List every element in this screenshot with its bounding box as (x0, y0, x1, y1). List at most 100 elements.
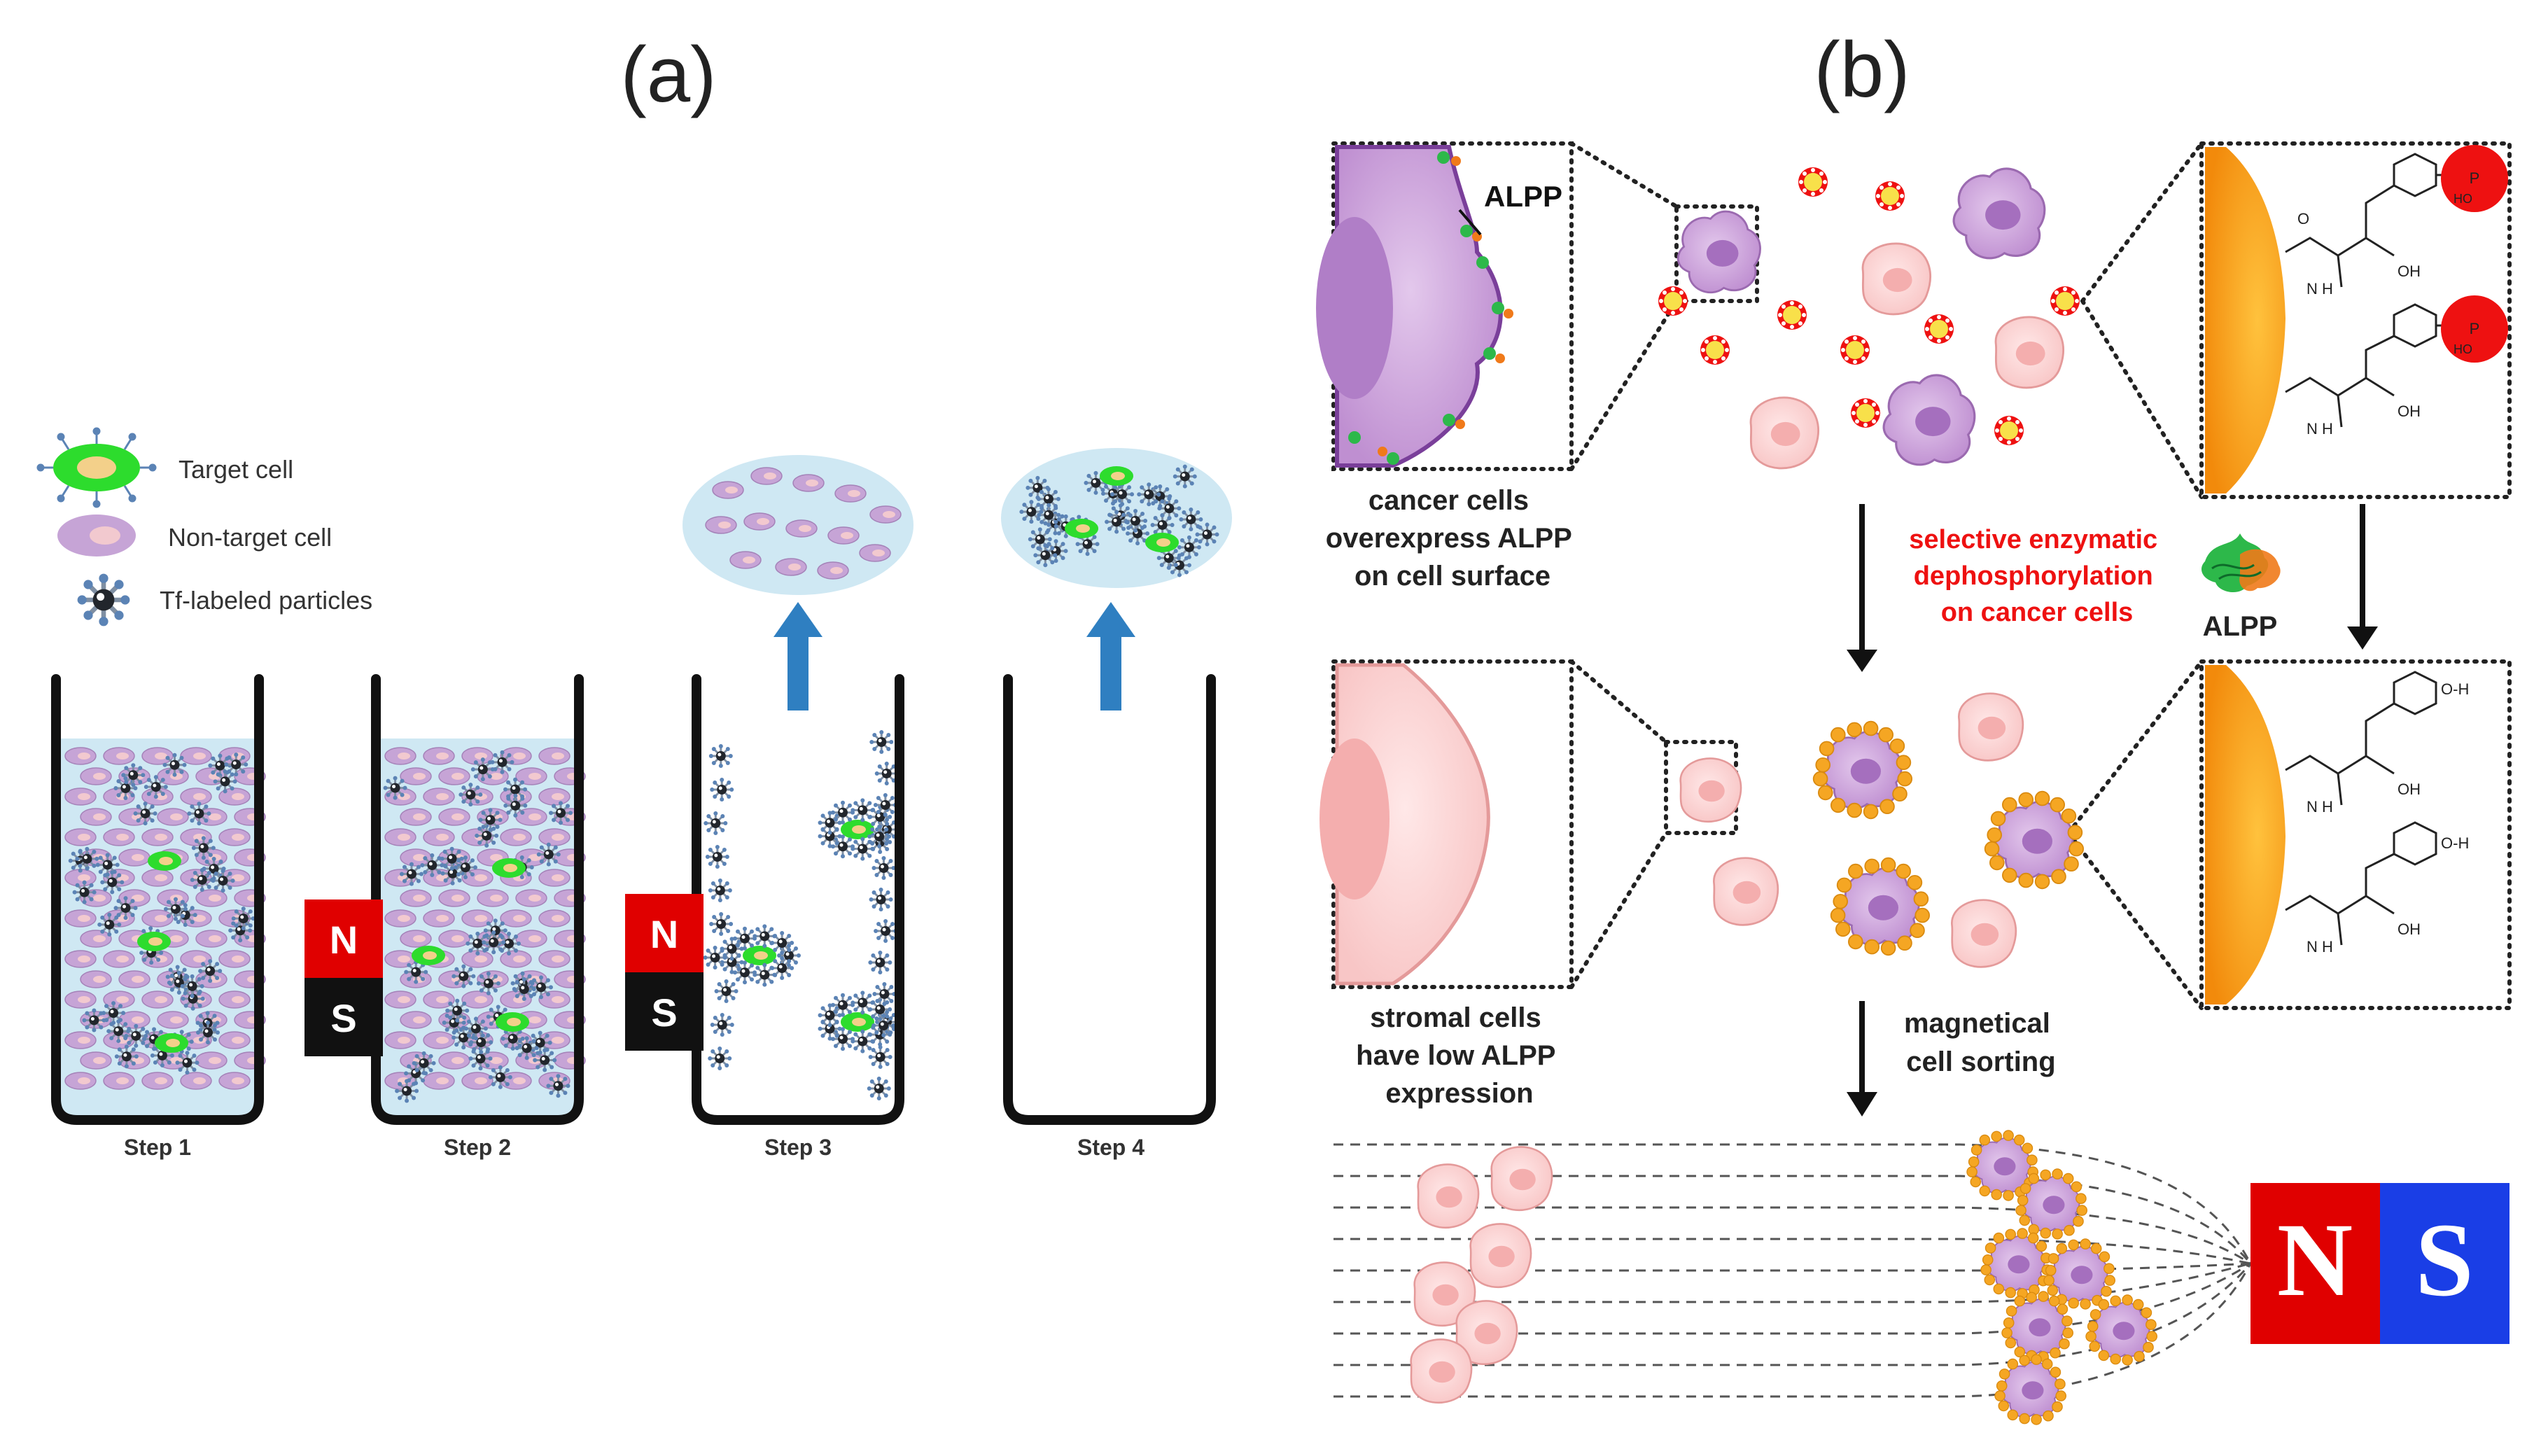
sorting-arrow (1847, 1001, 1877, 1116)
tf-particle (1018, 498, 1044, 525)
tf-particle (872, 918, 899, 944)
magnet-2-south: S (330, 996, 356, 1040)
non-target-cell (141, 869, 174, 887)
tf-particle (830, 1026, 856, 1052)
tf-particle (393, 1077, 420, 1104)
stromal-cell-zoom (1320, 659, 1574, 989)
non-target-cell (438, 889, 470, 907)
tf-particle (870, 1012, 897, 1039)
alpp-label: ALPP (1484, 180, 1562, 213)
tf-particle (452, 854, 479, 881)
non-target-cell (400, 930, 432, 948)
non-target-cell (705, 516, 737, 534)
tf-particle (1109, 481, 1135, 507)
tf-particle (411, 1050, 438, 1077)
tf-particle (113, 1043, 140, 1070)
tf-particle (769, 930, 795, 956)
non-target-cell (80, 1051, 112, 1070)
alpp-markers (1348, 151, 1513, 465)
tf-particle-icon (78, 574, 130, 626)
non-target-cell (859, 544, 891, 562)
chem-top-p2: P (2470, 320, 2480, 337)
tf-particle (96, 911, 122, 938)
non-target-cell (750, 467, 783, 485)
non-target-cell (729, 551, 762, 569)
non-target-cell (827, 526, 860, 545)
tf-particle (1156, 495, 1182, 522)
chem-top-o1: O (2297, 210, 2309, 227)
tf-particle (849, 1028, 876, 1055)
non-target-cell (218, 950, 251, 968)
tf-particle (450, 963, 477, 990)
tf-particle (849, 836, 876, 862)
panel-a-label: (a) (621, 31, 717, 118)
initial-cell-mixture (1658, 167, 2080, 470)
dephosphorylated-cell-mixture (1679, 692, 2083, 968)
tf-particle (487, 1064, 514, 1091)
non-target-cell (400, 767, 432, 785)
tf-particle (514, 1035, 540, 1061)
tf-particle (817, 809, 844, 836)
chem-bottom-nh1: N H (2306, 798, 2333, 816)
tf-particle (105, 1018, 132, 1044)
chem-top-nh1: N H (2306, 280, 2333, 298)
non-target-cell (515, 889, 547, 907)
tf-particle (702, 944, 729, 971)
tf-particle (122, 1023, 149, 1049)
stromal-caption: stromal cells have low ALPP expression (1356, 1002, 1563, 1109)
tf-particle (189, 867, 216, 893)
tf-particle (1103, 508, 1130, 535)
zoom-connectors-middle (1569, 659, 2204, 1010)
step-4-output-dish (1001, 448, 1232, 588)
non-target-cell (64, 990, 97, 1009)
step-4-container: Step 4 (1001, 448, 1232, 1160)
non-target-cell (103, 747, 135, 765)
non-target-cell (384, 909, 416, 927)
panel-b-label: (b) (1814, 26, 1910, 113)
tf-particle (195, 1019, 221, 1046)
non-target-cell (817, 561, 849, 580)
non-target-cell (218, 1072, 251, 1090)
target-cell (1065, 519, 1098, 538)
tf-particle (706, 1045, 733, 1072)
non-target-cell (400, 889, 432, 907)
non-target-cell (423, 909, 455, 927)
non-target-cell (438, 930, 470, 948)
tf-particle (162, 896, 189, 923)
right-down-arrow (2347, 504, 2378, 650)
non-target-cell (423, 1031, 455, 1049)
step-3-up-arrow (774, 602, 822, 710)
magnet-2-north: N (330, 918, 358, 962)
tf-particle (1135, 481, 1162, 507)
non-target-cell (423, 828, 455, 846)
non-target-cell (500, 950, 532, 968)
non-target-cell (400, 1011, 432, 1029)
non-target-cell (195, 1051, 227, 1070)
target-cell (137, 932, 171, 951)
non-target-cell (64, 788, 97, 806)
non-target-cell (195, 930, 227, 948)
non-target-cell (500, 990, 532, 1009)
cancer-cell-zoom: ALPP (1316, 141, 1574, 471)
step-4-up-arrow (1086, 602, 1135, 710)
tf-particle (732, 959, 758, 986)
tf-particle (444, 997, 470, 1024)
alpp-enzyme-label: ALPP (2203, 611, 2278, 642)
non-target-cell (423, 1072, 455, 1090)
unsorted-stromal-cells (1410, 1146, 1553, 1404)
tf-particle (398, 861, 425, 888)
magnet-3-north: N (650, 912, 678, 956)
non-target-cell (538, 828, 570, 846)
tf-particle (704, 844, 731, 870)
non-target-cell (64, 909, 97, 927)
tf-particle (212, 768, 239, 794)
sorting-caption: magnetical cell sorting (1904, 1008, 2058, 1077)
non-target-cell (103, 1072, 135, 1090)
target-cell-icon (36, 427, 157, 508)
non-target-cell (103, 950, 135, 968)
tf-particle (473, 822, 500, 849)
non-target-cell (500, 909, 532, 927)
non-target-cell (218, 990, 251, 1009)
non-target-cell (461, 1072, 493, 1090)
